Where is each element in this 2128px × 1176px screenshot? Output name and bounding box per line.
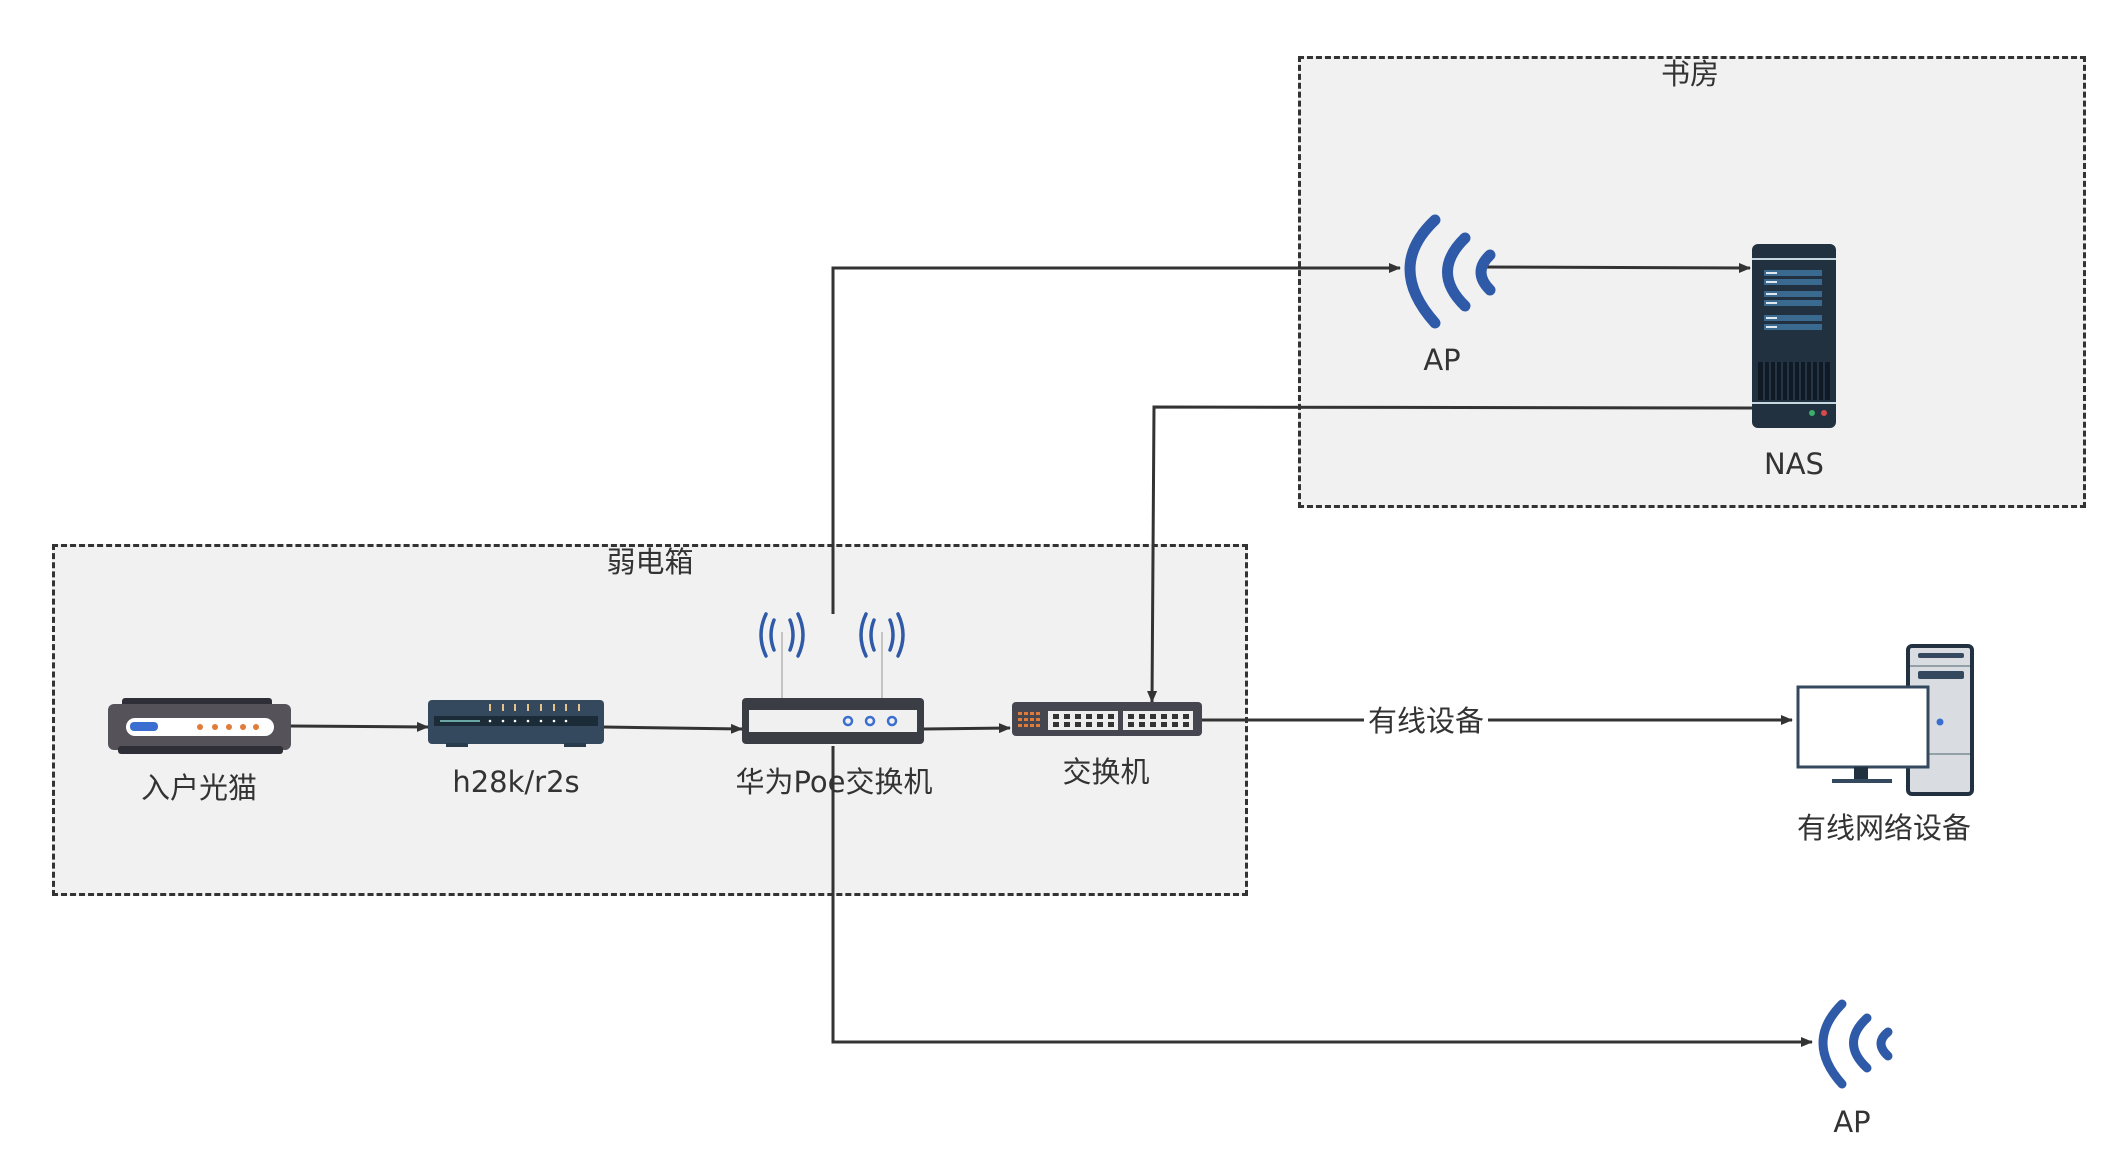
desktop-computer-icon[interactable] [1796,644,1974,796]
server-icon[interactable] [1752,244,1836,428]
edge-poe-ap-bottom [831,746,1813,1047]
wifi-ap-icon[interactable] [1404,214,1496,329]
node-label-router: h28k/r2s [452,765,580,799]
modem-icon[interactable] [108,698,291,754]
wifi-ap-icon[interactable] [1818,999,1893,1089]
edge-nas-switch [1147,405,1753,703]
node-label-switch: 交换机 [1062,755,1150,789]
node-label-ap-study: AP [1423,343,1461,377]
node-label-wired-device: 有线网络设备 [1796,811,1972,845]
node-label-ont: 入户光猫 [140,771,258,805]
edge-ap-nas [1479,262,1751,273]
node-label-poe-switch: 华为Poe交换机 [735,765,933,799]
router-icon[interactable] [428,700,604,747]
switch-icon[interactable] [1012,702,1202,736]
group-study [1298,56,2086,508]
edge-poe-ap-study [831,263,1401,614]
edge-ont-router [289,721,429,732]
group-cabinet-title: 弱电箱 [606,545,694,579]
edge-router-poe [603,723,743,734]
node-label-nas: NAS [1764,447,1824,481]
group-study-title: 书房 [1660,57,1720,91]
wireless-router-icon[interactable] [742,612,924,744]
edge-label-wired: 有线设备 [1363,705,1489,738]
node-label-ap-bottom: AP [1833,1105,1871,1139]
edge-poe-switch [923,723,1011,734]
